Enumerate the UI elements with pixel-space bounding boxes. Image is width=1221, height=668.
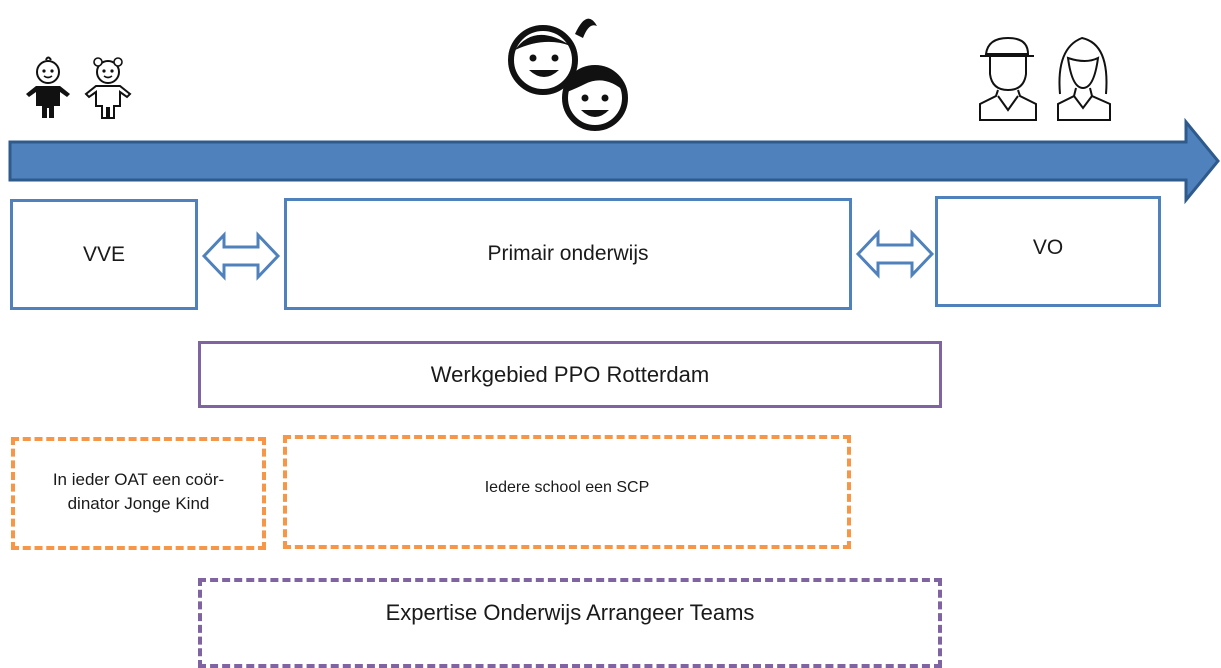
- toddlers-icon: [26, 56, 132, 119]
- teen-boy-icon: [979, 36, 1037, 121]
- timeline-arrow: [8, 117, 1220, 205]
- teenager-icons: [979, 36, 1111, 121]
- stage-label-vve: VVE: [82, 242, 126, 266]
- stage-box-primary: Primair onderwijs: [284, 198, 852, 310]
- coordinator-label-oat: In ieder OAT een coör- dinator Jonge Kin…: [52, 469, 225, 513]
- coordinator-box-school: Iedere school een SCP: [283, 435, 851, 549]
- double-arrow-icon-primary-vo: [855, 229, 935, 279]
- stage-label-primary: Primair onderwijs: [487, 242, 649, 265]
- baby-boy-icon: [26, 56, 70, 118]
- stage-box-vve: VVE: [10, 199, 198, 310]
- child-faces-icon: [508, 18, 628, 131]
- stage-label-vo: VO: [1032, 235, 1064, 259]
- expertise-label: Expertise Onderwijs Arrangeer Teams: [385, 600, 755, 625]
- region-box: Werkgebied PPO Rotterdam: [198, 341, 942, 408]
- region-label: Werkgebied PPO Rotterdam: [430, 361, 710, 387]
- coordinator-label-school: Iedere school een SCP: [484, 479, 650, 496]
- coordinator-box-oat: In ieder OAT een coör- dinator Jonge Kin…: [11, 437, 266, 550]
- baby-girl-icon: [84, 57, 132, 119]
- boy-face-icon: [562, 65, 628, 131]
- double-arrow-icon-vve-primary: [201, 231, 281, 281]
- expertise-box: Expertise Onderwijs Arrangeer Teams: [198, 578, 942, 668]
- teen-girl-icon: [1057, 36, 1111, 121]
- stage-box-vo: VO: [935, 196, 1161, 307]
- girl-face-icon: [508, 18, 597, 95]
